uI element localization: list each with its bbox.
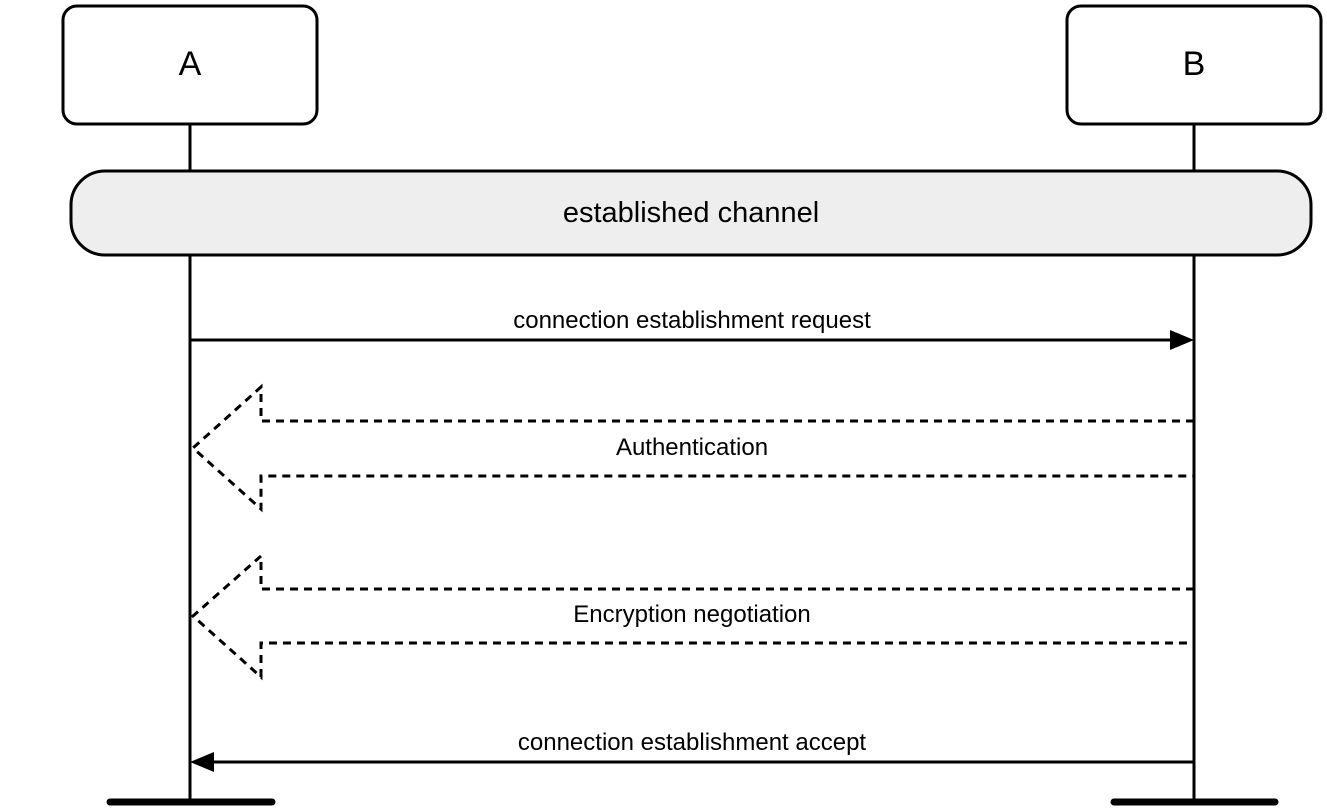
participant-b-label: B (1183, 45, 1206, 83)
message-connection-request-label: connection establishment request (513, 307, 871, 334)
message-connection-request: connection establishment request (190, 307, 1194, 350)
message-authentication: Authentication (190, 383, 1196, 513)
message-connection-accept-label: connection establishment accept (518, 729, 867, 756)
participant-b: B (1065, 4, 1323, 126)
message-connection-accept: connection establishment accept (190, 729, 1194, 772)
participant-a-box (61, 4, 319, 126)
message-authentication-label: Authentication (616, 434, 768, 461)
participant-a: A (61, 4, 319, 126)
established-channel: established channel (69, 169, 1313, 257)
participant-b-box (1065, 4, 1323, 126)
participant-a-label: A (179, 45, 202, 83)
message-connection-request-arrowhead (1170, 330, 1194, 350)
message-authentication-block-arrow (190, 383, 1196, 513)
established-channel-bar (69, 169, 1313, 257)
message-encryption-negotiation-block-arrow (190, 552, 1196, 681)
message-encryption-negotiation-label: Encryption negotiation (573, 601, 811, 628)
message-encryption-negotiation: Encryption negotiation (190, 552, 1196, 681)
message-connection-accept-arrowhead (190, 752, 214, 772)
established-channel-label: established channel (563, 197, 819, 229)
